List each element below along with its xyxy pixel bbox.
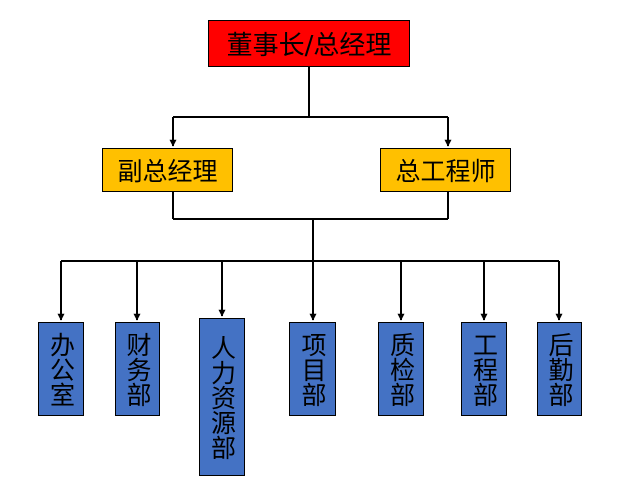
node-chief-engineer: 总工程师: [380, 148, 511, 192]
node-dept-hr: 人力资源部: [199, 318, 245, 476]
node-chairman-gm: 董事长/总经理: [208, 20, 410, 67]
node-dept-office: 办公室: [38, 322, 84, 416]
node-dept-engineering: 工程部: [461, 322, 507, 416]
node-dept-finance: 财务部: [115, 322, 160, 416]
node-dept-qc: 质检部: [378, 322, 424, 416]
node-dept-logistics: 后勤部: [537, 322, 582, 416]
node-vice-gm: 副总经理: [102, 148, 233, 192]
node-dept-project: 项目部: [289, 322, 336, 416]
